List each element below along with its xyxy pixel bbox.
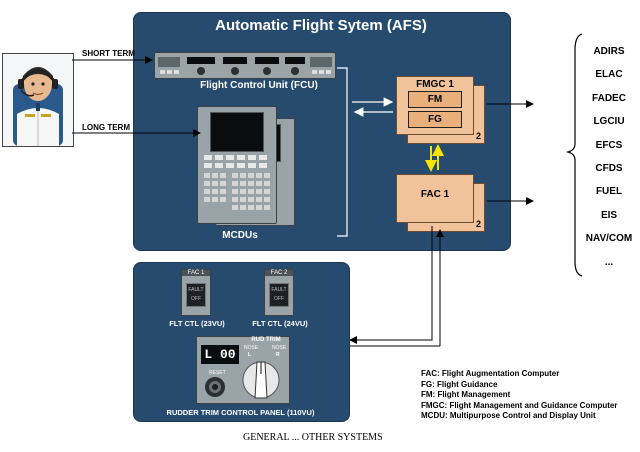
pilot-icon [3,54,73,146]
fac-title: FAC 1 [420,189,450,200]
fcu-controls-icon [158,57,332,75]
fmgc-count: 2 [475,131,481,141]
footer-caption: GENERAL ... OTHER SYSTEMS [243,432,383,443]
pilot-illustration [2,53,74,147]
afs-title: Automatic Flight Sytem (AFS) [215,17,427,34]
system-item: FADEC [592,92,626,104]
fac1-caption: FLT CTL (23VU) [169,319,225,328]
fac1-head-label: FAC 1 [182,270,210,276]
reset-label: RESET [209,370,226,376]
rudder-trim-knob-icon[interactable] [240,356,282,400]
system-item: CFDS [595,162,623,174]
fac2-off-label: OFF [274,296,284,302]
fmgc-card-1: FMGC 1 FM FG [396,76,474,135]
fac1-off-label: OFF [191,296,201,302]
nose-right-label: NOSE [272,345,287,351]
fm-box: FM [408,91,462,108]
nose-right-sub: R [276,352,280,358]
system-item: EIS [600,209,618,221]
fcu-caption: Flight Control Unit (FCU) [200,80,318,91]
legend: FAC: Flight Augmentation Computer FG: Fl… [421,369,640,422]
fac1-fault-button[interactable]: FAULT OFF [186,283,206,307]
fac2-caption: FLT CTL (24VU) [252,319,308,328]
short-term-label: SHORT TERM [82,49,135,58]
fac-count: 2 [475,219,481,229]
fac2-button-panel: FAC 2 FAULT OFF [264,269,294,316]
system-item: FUEL [595,186,623,198]
legend-item: MCDU: Multipurpose Control and Display U… [421,411,596,421]
fac2-fault-button[interactable]: FAULT OFF [269,283,289,307]
fac1-button-panel: FAC 1 FAULT OFF [181,269,211,316]
rud-trim-display: L 00 [201,345,239,364]
mcdu-1 [197,106,277,224]
fac2-fault-label: FAULT [271,287,287,293]
system-item: ELAC [595,69,623,81]
system-item: ADIRS [593,46,625,57]
mcdu-caption: MCDUs [222,230,258,241]
fac1-fault-label: FAULT [188,287,204,293]
system-list: ADIRS ELAC FADEC LGCIU EFCS CFDS FUEL EI… [583,40,635,274]
system-item: NAV/COM [585,233,633,245]
fcu-panel [154,52,336,79]
system-item: EFCS [595,139,623,151]
reset-button-icon[interactable] [204,376,226,398]
fac2-head-label: FAC 2 [265,270,293,276]
legend-item: FAC: Flight Augmentation Computer [421,369,560,378]
system-item: ... [604,256,614,268]
nose-left-label: NOSE [244,345,259,351]
legend-item: FMGC: Flight Management and Guidance Com… [421,400,618,410]
fmgc-title: FMGC 1 [416,79,454,90]
legend-item: FG: Flight Guidance [421,379,498,389]
fac-card-1: FAC 1 [396,174,474,223]
mcdu-screen [210,112,264,152]
long-term-label: LONG TERM [82,123,130,132]
rudder-panel-caption: RUDDER TRIM CONTROL PANEL (110VU) [166,408,315,417]
fg-box: FG [408,111,462,128]
rud-trim-title: RUD TRIM [251,337,281,343]
legend-item: FM: Flight Management [421,390,511,400]
mcdu-keypad-icon [204,155,270,210]
system-item: LGCIU [593,116,625,128]
nose-left-sub: L [248,352,252,358]
